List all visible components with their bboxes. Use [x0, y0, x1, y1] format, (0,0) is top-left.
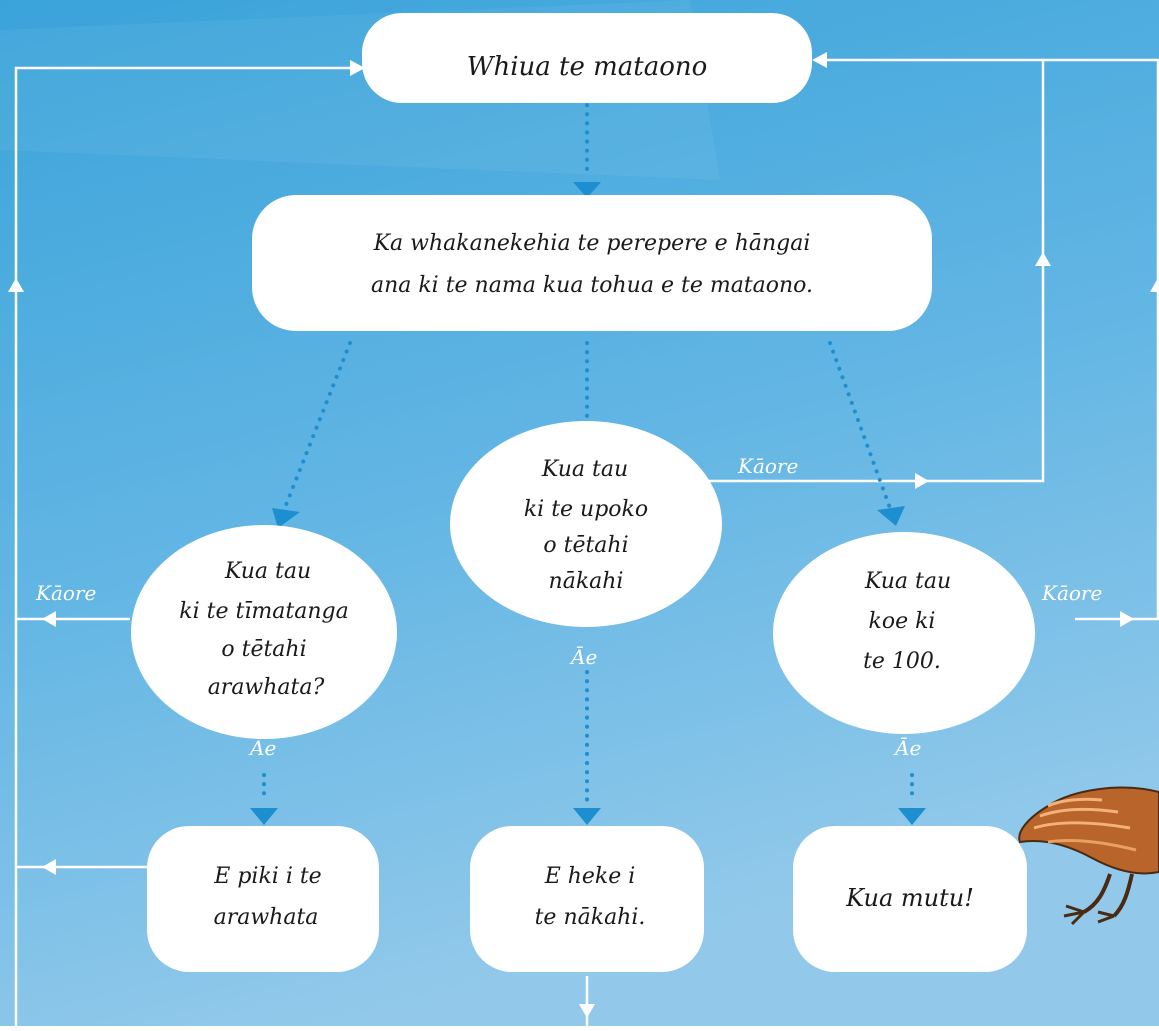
edge-label-ladder-no: Kāore: [35, 581, 96, 605]
edge-label-ladder-yes: Āe: [248, 736, 276, 760]
dotted-arrows: [262, 94, 914, 806]
node-snake-line-3: o tētahi: [543, 533, 628, 558]
move-to-hundred-dots: [828, 341, 892, 510]
node-snake-line-2: ki te upoko: [524, 497, 648, 522]
arrowhead-left-loop-up: [8, 278, 24, 292]
node-snake-question: Kua tau ki te upoko o tētahi nākahi: [450, 421, 722, 627]
arrowhead-snake-no: [915, 473, 929, 489]
node-slide-line-2: te nākahi.: [535, 905, 646, 930]
node-climb-line-2: arawhata: [214, 905, 319, 930]
node-snake-line-1: Kua tau: [541, 457, 628, 482]
node-climb: E piki i te arawhata: [147, 826, 379, 972]
arrowhead-ladder-no: [42, 611, 56, 627]
arrowhead-into-roll-right: [812, 52, 827, 68]
arrowhead-right-loop-up: [1035, 252, 1051, 266]
kiwi-bird-icon: [1018, 786, 1159, 926]
node-hundred-line-2: koe ki: [869, 609, 936, 634]
node-hundred-line-1: Kua tau: [864, 569, 951, 594]
arrowhead-roll-to-move: [573, 182, 601, 198]
arrowhead-hundred-no: [1120, 611, 1134, 627]
node-slide-line-1: E heke i: [544, 864, 636, 889]
arrowhead-climb-return: [42, 859, 56, 875]
node-finish-line-1: Kua mutu!: [845, 884, 974, 912]
edge-label-hundred-no: Kāore: [1041, 581, 1102, 605]
edge-label-hundred-yes: Āe: [893, 736, 921, 760]
node-ladder-line-2: ki te tīmatanga: [179, 599, 348, 624]
arrowhead-move-to-ladder: [272, 508, 300, 528]
hundred-no-loop-line: [1043, 58, 1159, 621]
node-ladder-line-3: o tētahi: [221, 637, 306, 662]
arrowhead-ladder-yes: [250, 808, 278, 825]
node-finish: Kua mutu!: [793, 826, 1027, 972]
arrowhead-slide-down: [579, 1004, 595, 1018]
node-roll: Whiua te mataono: [362, 13, 812, 103]
arrowhead-hundred-yes: [898, 808, 926, 825]
node-ladder-line-4: arawhata?: [208, 675, 325, 700]
arrowhead-snake-yes: [573, 808, 601, 825]
arrowhead-outer-loop-up: [1150, 278, 1159, 292]
snake-no-loop-line: [705, 58, 1045, 483]
edge-label-snake-yes: Āe: [569, 645, 597, 669]
edge-label-snake-no: Kāore: [737, 454, 798, 478]
white-arrowheads: [8, 52, 1159, 1018]
arrowhead-move-to-hundred: [877, 506, 905, 526]
node-ladder-question: Kua tau ki te tīmatanga o tētahi arawhat…: [131, 525, 397, 739]
arrowhead-into-roll-left: [350, 60, 365, 76]
node-slide: E heke i te nākahi.: [470, 826, 704, 972]
node-climb-line-1: E piki i te: [213, 864, 321, 889]
node-hundred-question: Kua tau koe ki te 100.: [773, 532, 1035, 734]
node-move: Ka whakanekehia te perepere e hāngai ana…: [252, 195, 932, 331]
node-move-line-1: Ka whakanekehia te perepere e hāngai: [373, 231, 811, 256]
node-snake-line-4: nākahi: [549, 569, 624, 594]
node-hundred-line-3: te 100.: [863, 649, 941, 674]
node-move-line-2: ana ki te nama kua tohua e te mataono.: [371, 273, 813, 298]
left-loop-line: [14, 66, 358, 1026]
connector-lines: [14, 58, 1159, 1026]
node-roll-line-1: Whiua te mataono: [467, 52, 708, 82]
move-to-ladder-dots: [282, 341, 352, 512]
node-ladder-line-1: Kua tau: [224, 559, 311, 584]
